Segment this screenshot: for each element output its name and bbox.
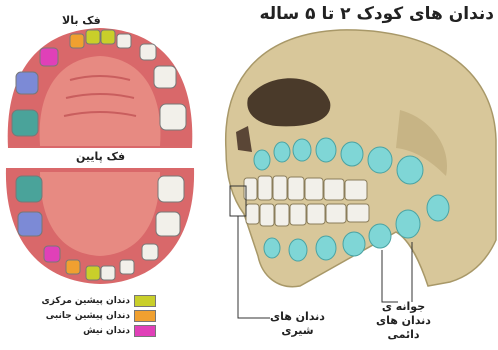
lower-second-molar-left: [16, 176, 42, 202]
lower-first-molar-right: [156, 212, 180, 236]
upper-lateral-incisor-left: [70, 34, 84, 48]
legend-item: دندان نیش: [6, 324, 156, 338]
callout-line: دندان های: [270, 310, 325, 324]
callout-line: دائمی: [376, 328, 431, 342]
callout-line: جوانه ی: [376, 300, 431, 314]
upper-second-molar-left: [12, 110, 38, 136]
legend-swatch-lateral-incisor: [134, 310, 156, 322]
lower-lateral-incisor-left: [66, 260, 80, 274]
lower-jaw: [6, 168, 194, 284]
lower-central-incisor-left: [86, 266, 100, 280]
upper-second-molar-right: [160, 104, 186, 130]
callout-line: دندان های: [376, 314, 431, 328]
primary-teeth-callout: دندان های شیری: [270, 310, 325, 338]
callout-line: شیری: [270, 324, 325, 338]
upper-first-molar-right: [154, 66, 176, 88]
legend-swatch-central-incisor: [134, 295, 156, 307]
lower-canine-left: [44, 246, 60, 262]
legend-label: دندان پیشین مرکزی: [42, 296, 130, 306]
upper-canine-right: [140, 44, 156, 60]
upper-central-incisor-left: [86, 30, 100, 44]
permanent-buds-callout: جوانه ی دندان های دائمی: [376, 300, 431, 342]
bud-leader-1: [382, 250, 398, 302]
lower-first-molar-left: [18, 212, 42, 236]
upper-first-molar-left: [16, 72, 38, 94]
tooth-type-legend: دندان پیشین مرکزی دندان پیشین جانبی دندا…: [6, 294, 156, 339]
legend-swatch-canine: [134, 325, 156, 337]
skull-upper-teeth: [244, 176, 367, 200]
upper-central-incisor-right: [101, 30, 115, 44]
child-skull: [226, 30, 496, 287]
legend-item: دندان پیشین جانبی: [6, 309, 156, 323]
lower-canine-right: [142, 244, 158, 260]
legend-label: دندان پیشین جانبی: [46, 311, 130, 321]
legend-item: دندان پیشین مرکزی: [6, 294, 156, 308]
lower-lateral-incisor-right: [120, 260, 134, 274]
lower-central-incisor-right: [101, 266, 115, 280]
upper-lateral-incisor-right: [117, 34, 131, 48]
lower-second-molar-right: [158, 176, 184, 202]
legend-label: دندان نیش: [83, 326, 130, 336]
upper-canine-left: [40, 48, 58, 66]
upper-jaw: [8, 28, 193, 148]
